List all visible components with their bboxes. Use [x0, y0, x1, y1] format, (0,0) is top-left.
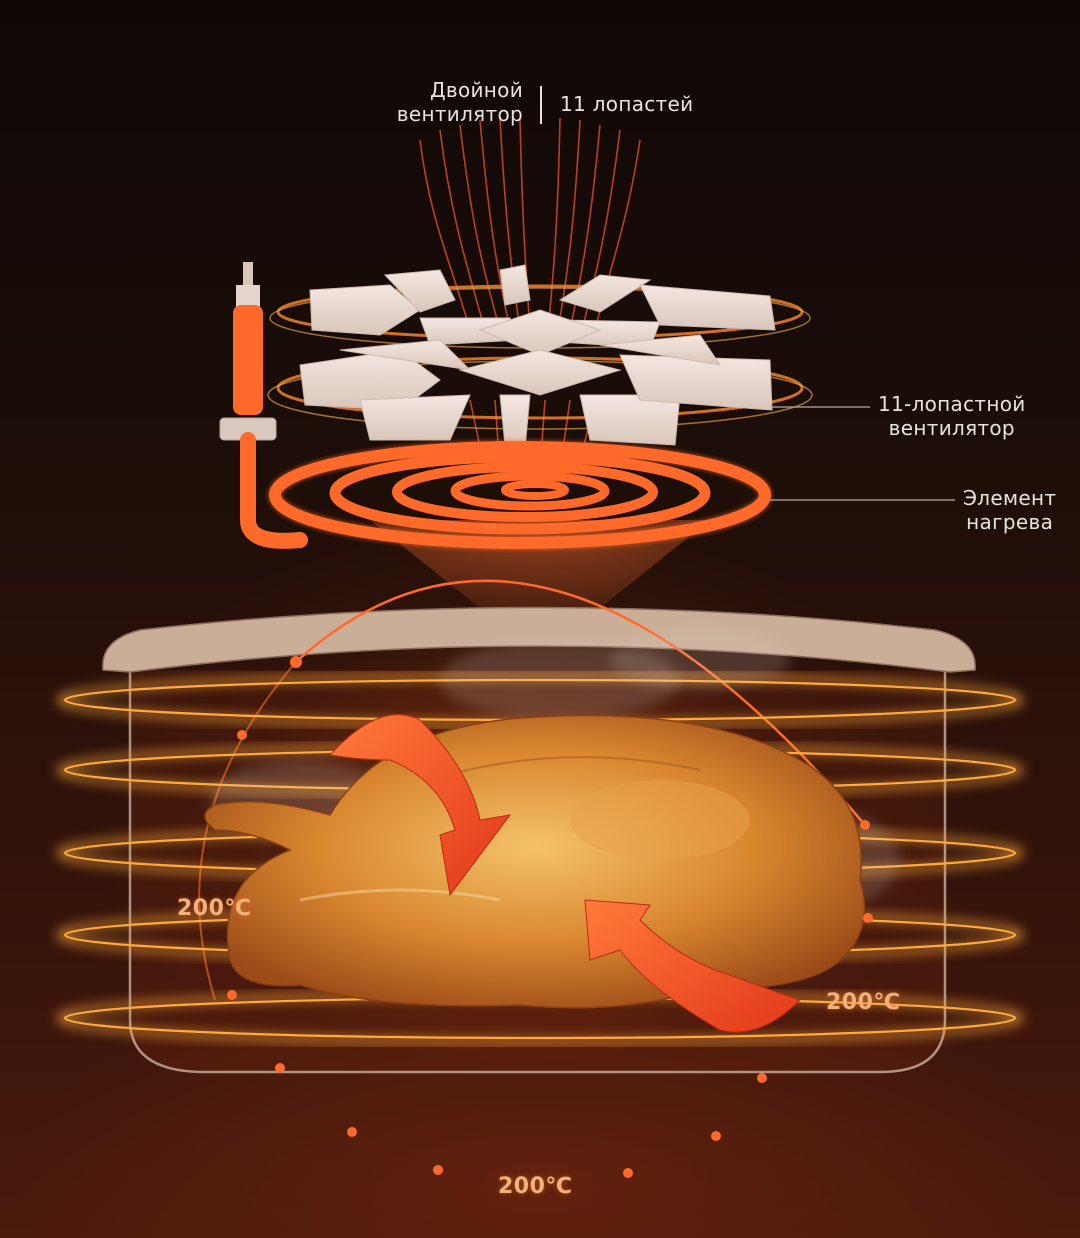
roast-chicken [204, 714, 866, 1009]
heater-callout: Элемент нагрева [963, 486, 1056, 534]
fan-callout-line2: вентилятор [888, 416, 1015, 440]
temp-right: 200℃ [826, 990, 901, 1015]
header-left-line2: вентилятор [396, 102, 523, 126]
header-left: Двойной вентилятор [395, 78, 523, 126]
motor-shaft [219, 262, 277, 441]
heat-cone [370, 520, 710, 640]
heater-callout-line2: нагрева [966, 510, 1054, 534]
heat-flow-arrows [329, 714, 801, 1033]
temp-bottom: 200℃ [498, 1174, 573, 1199]
temp-left: 200℃ [177, 896, 252, 921]
heat-particles [227, 656, 873, 1178]
fan-callout-line1: 11-лопастной [878, 392, 1026, 416]
heater-callout-line1: Элемент [963, 486, 1057, 510]
header-right: 11 лопастей [560, 92, 694, 116]
heating-coil [240, 432, 772, 550]
fan-bottom [299, 334, 773, 449]
circulation-arc [295, 579, 866, 826]
fan-top [309, 264, 776, 356]
header-left-line1: Двойной [429, 78, 523, 102]
fan-callout: 11-лопастной вентилятор [878, 392, 1026, 440]
